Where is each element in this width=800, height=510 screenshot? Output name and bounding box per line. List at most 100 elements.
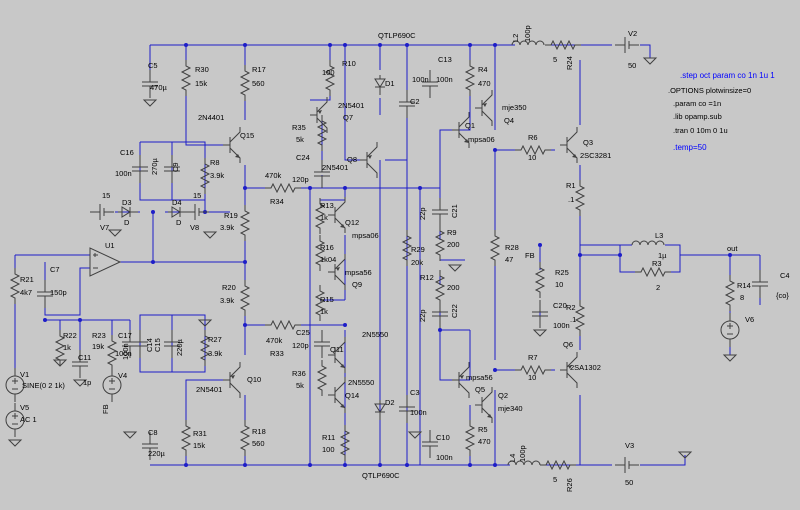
R24-value: 5 xyxy=(553,55,557,64)
directive-lib[interactable]: .lib opamp.sub xyxy=(673,112,722,121)
Q3-model: 2SC3281 xyxy=(580,151,611,160)
U1-name: U1 xyxy=(105,241,115,250)
D3-name: D3 xyxy=(122,198,132,207)
C9-value: 270µ xyxy=(150,157,159,175)
V7-name: V7 xyxy=(100,223,109,232)
R30-value: 15k xyxy=(195,79,207,88)
C21-value: 22p xyxy=(418,207,427,220)
C3-name: C3 xyxy=(410,388,420,397)
R7-value: 10 xyxy=(528,373,536,382)
D1-model: QTLP690C xyxy=(378,31,416,40)
R19-value: 3.9k xyxy=(220,223,234,232)
R12-value: 200 xyxy=(447,283,460,292)
spice-directives[interactable]: .step oct param co 1n 1u 1 .OPTIONS plot… xyxy=(668,71,775,152)
Q7-name: Q7 xyxy=(343,113,353,122)
R28-value: 47 xyxy=(505,255,513,264)
directive-step[interactable]: .step oct param co 1n 1u 1 xyxy=(680,71,775,80)
C21-name: C21 xyxy=(450,204,459,218)
C8-value: 220µ xyxy=(148,449,166,458)
net-out: out xyxy=(727,244,738,253)
R25-value: 10 xyxy=(555,280,563,289)
R1-value: .1 xyxy=(568,195,574,204)
R17-name: R17 xyxy=(252,65,266,74)
Q4-model: mje350 xyxy=(502,103,527,112)
R21-name: R21 xyxy=(20,275,34,284)
directive-param[interactable]: .param co =1n xyxy=(673,99,721,108)
wires xyxy=(14,44,761,466)
C13-name: C13 xyxy=(438,55,452,64)
R22-value: 1k xyxy=(63,343,71,352)
C2-value: 100n xyxy=(412,75,429,84)
R1-name: R1 xyxy=(566,181,576,190)
D2-name: D2 xyxy=(385,398,395,407)
Q6-name: Q6 xyxy=(563,340,573,349)
R23-name: R23 xyxy=(92,331,106,340)
directive-temp[interactable]: .temp=50 xyxy=(673,143,707,152)
C5-name: C5 xyxy=(148,61,158,70)
D1-name: D1 xyxy=(385,79,395,88)
R9-value: 200 xyxy=(447,240,460,249)
net-fb: FB xyxy=(525,251,535,260)
C17-value: 100n xyxy=(115,349,132,358)
C13-value: 100n xyxy=(436,75,453,84)
V8-value: 15 xyxy=(193,191,201,200)
Q15-name: Q15 xyxy=(240,131,254,140)
Q8-name: Q8 xyxy=(347,155,357,164)
V3-value: 50 xyxy=(625,478,633,487)
V3-name: V3 xyxy=(625,441,634,450)
L2-name: L2 xyxy=(511,34,520,42)
R9-name: R9 xyxy=(447,228,457,237)
V4-name: V4 xyxy=(118,371,127,380)
Q12-name: Q12 xyxy=(345,218,359,227)
R3-value: 2 xyxy=(656,283,660,292)
R28-name: R28 xyxy=(505,243,519,252)
C5-value: 470µ xyxy=(150,83,168,92)
R24-name: R24 xyxy=(565,56,574,70)
R26-value: 5 xyxy=(553,475,557,484)
R3-name: R3 xyxy=(652,259,662,268)
C8-name: C8 xyxy=(148,428,158,437)
R13-name: R13 xyxy=(320,201,334,210)
R14-value: 8 xyxy=(740,293,744,302)
R31-value: 15k xyxy=(193,441,205,450)
V2-value: 50 xyxy=(628,61,636,70)
C15-name: C15 xyxy=(153,338,162,352)
R5-name: R5 xyxy=(478,425,488,434)
L4-name: L4 xyxy=(508,454,517,462)
Q5-name: Q5 xyxy=(475,385,485,394)
R34-name: R34 xyxy=(270,197,284,206)
D4-model: D xyxy=(176,218,182,227)
Q3-name: Q3 xyxy=(583,138,593,147)
R2-name: R2 xyxy=(566,303,576,312)
R4-value: 470 xyxy=(478,79,491,88)
C11-value: 1p xyxy=(83,378,91,387)
R8-value: 3.9k xyxy=(210,171,224,180)
V2-name: V2 xyxy=(628,29,637,38)
R6-name: R6 xyxy=(528,133,538,142)
R11-value: 100 xyxy=(322,445,335,454)
C10-value: 100n xyxy=(436,453,453,462)
Q6-model: 2SA1302 xyxy=(570,363,601,372)
R21-value: 4k7 xyxy=(20,288,32,297)
C4-value: {co} xyxy=(776,291,789,300)
Q11-name: Q11 xyxy=(330,345,344,354)
R25-name: R25 xyxy=(555,268,569,277)
C22-name: C22 xyxy=(450,304,459,318)
directive-options[interactable]: .OPTIONS plotwinsize=0 xyxy=(668,86,751,95)
Q10-model: 2N5401 xyxy=(196,385,222,394)
R4-name: R4 xyxy=(478,65,488,74)
C25-name: C25 xyxy=(296,328,310,337)
R20-value: 3.9k xyxy=(220,296,234,305)
R14-name: R14 xyxy=(737,281,751,290)
V1-name: V1 xyxy=(20,370,29,379)
directive-tran[interactable]: .tran 0 10m 0 1u xyxy=(673,126,728,135)
R8-name: R8 xyxy=(210,158,220,167)
C16-name: C16 xyxy=(120,148,134,157)
C16-value: 100n xyxy=(115,169,132,178)
junctions xyxy=(43,43,732,467)
C25-value: 120p xyxy=(292,341,309,350)
V5-value: AC 1 xyxy=(20,415,37,424)
C24-value: 120p xyxy=(292,175,309,184)
C20-value: 100n xyxy=(553,321,570,330)
